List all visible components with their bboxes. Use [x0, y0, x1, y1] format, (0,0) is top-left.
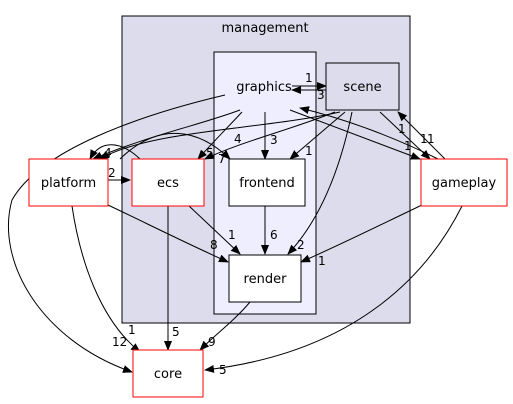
- edge-label-gameplay-scene: 1: [420, 132, 428, 146]
- edge-label-graphics-core: 12: [112, 335, 127, 349]
- edge-label-gameplay-core: 5: [219, 363, 227, 377]
- edge-graphics-gameplay: [289, 109, 421, 160]
- node-core-label: core: [154, 367, 182, 382]
- edge-label-render-core: 9: [208, 335, 216, 349]
- edge-label-scene-gameplay: 1: [398, 122, 406, 136]
- node-render-label: render: [244, 272, 288, 287]
- edge-scene-ecs: [204, 111, 336, 160]
- node-ecs-label: ecs: [157, 176, 179, 191]
- cluster-graphics-label: graphics: [236, 80, 292, 95]
- edge-ecs-graphics: [119, 133, 231, 160]
- edge-label-platform-render: 8: [210, 238, 218, 252]
- edge-label-graphics-platform: 4: [104, 146, 112, 160]
- edge-label-gameplay-graphics: 1: [427, 132, 435, 146]
- node-scene[interactable]: scene: [325, 62, 400, 111]
- edge-scene-platform: [99, 111, 341, 160]
- edge-ecs-render: [187, 204, 241, 255]
- node-render[interactable]: render: [228, 254, 302, 303]
- edge-label-graphics-ecs: 5: [206, 146, 214, 160]
- edge-label-platform-core: 1: [128, 323, 136, 337]
- edge-label-platform-ecs: 2: [108, 166, 116, 180]
- edge-label-ecs-graphics: 7: [218, 152, 226, 166]
- edge-label-ecs-core: 5: [172, 325, 180, 339]
- node-frontend[interactable]: frontend: [228, 158, 306, 207]
- cluster-management-label: management: [221, 21, 308, 36]
- edge-graphics-core: [8, 94, 226, 373]
- edge-label-scene-ecs: 4: [234, 132, 242, 146]
- node-ecs[interactable]: ecs: [131, 158, 205, 207]
- node-gameplay-label: gameplay: [432, 176, 497, 191]
- edge-gameplay-graphics: [299, 106, 439, 160]
- edge-gameplay-render: [300, 204, 423, 263]
- edge-scene-render: [287, 111, 353, 255]
- edge-platform-render: [107, 204, 229, 263]
- node-frontend-label: frontend: [239, 176, 294, 191]
- node-core[interactable]: core: [132, 349, 204, 398]
- edge-platform-core: [71, 205, 141, 353]
- edge-label-scene-graphics: 3: [317, 88, 325, 102]
- node-platform-label: platform: [41, 176, 96, 191]
- edge-render-core: [199, 301, 251, 351]
- edge-label-scene-render: 2: [297, 238, 305, 252]
- node-platform[interactable]: platform: [28, 158, 109, 207]
- edge-label-graphics-gameplay: 1: [404, 139, 412, 153]
- edge-ecs-platform: [89, 144, 141, 160]
- node-scene-label: scene: [343, 80, 381, 95]
- edges: [8, 82, 463, 373]
- edge-gameplay-scene: [397, 111, 446, 160]
- edge-label-frontend-render: 6: [270, 228, 278, 242]
- edge-scene-frontend: [289, 111, 346, 160]
- node-gameplay[interactable]: gameplay: [420, 158, 508, 207]
- edge-label-graphics-scene: 1: [305, 71, 313, 85]
- edge-graphics-ecs: [197, 111, 243, 160]
- edge-label-gameplay-render: 1: [318, 254, 326, 268]
- edge-graphics-platform: [92, 109, 241, 160]
- edge-gameplay-core: [204, 205, 463, 373]
- edge-label-ecs-render: 1: [228, 228, 236, 242]
- edge-label-scene-frontend: 1: [305, 144, 313, 158]
- edge-label-graphics-frontend: 3: [270, 133, 278, 147]
